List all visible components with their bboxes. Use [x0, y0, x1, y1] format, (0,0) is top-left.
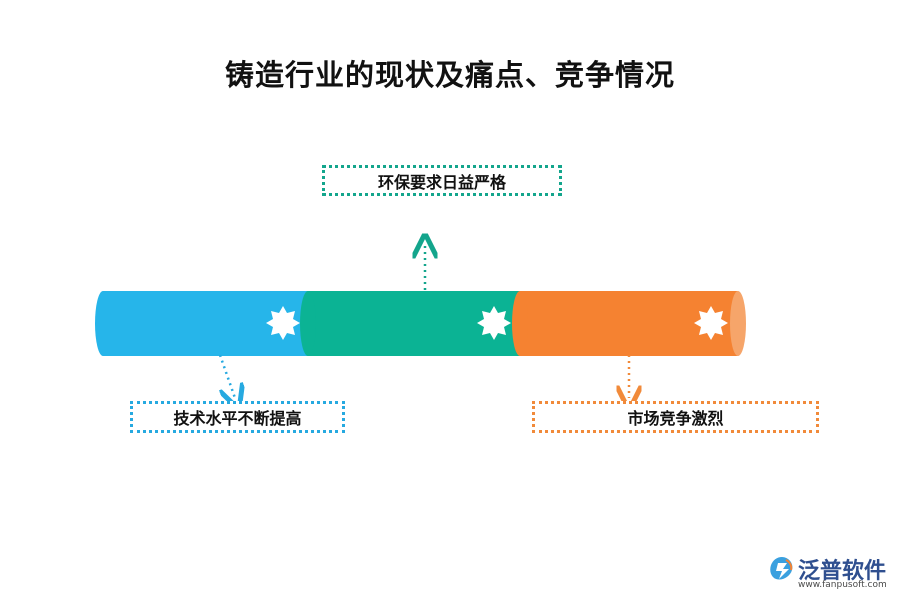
- logo-url: www.fanpusoft.com: [798, 580, 887, 590]
- gear-icon: [477, 306, 511, 340]
- brand-logo: 泛普软件 www.fanpusoft.com: [768, 553, 892, 595]
- logo-name: 泛普软件: [798, 559, 887, 584]
- page-title: 铸造行业的现状及痛点、竞争情况: [224, 58, 675, 92]
- logo-icon: [770, 557, 793, 580]
- label-environmental: 环保要求日益严格: [322, 165, 562, 196]
- connector-left: [218, 354, 235, 398]
- gear-icon: [694, 306, 728, 340]
- label-competition: 市场竞争激烈: [532, 401, 819, 433]
- gear-icon: [266, 306, 300, 340]
- label-technology: 技术水平不断提高: [130, 401, 345, 433]
